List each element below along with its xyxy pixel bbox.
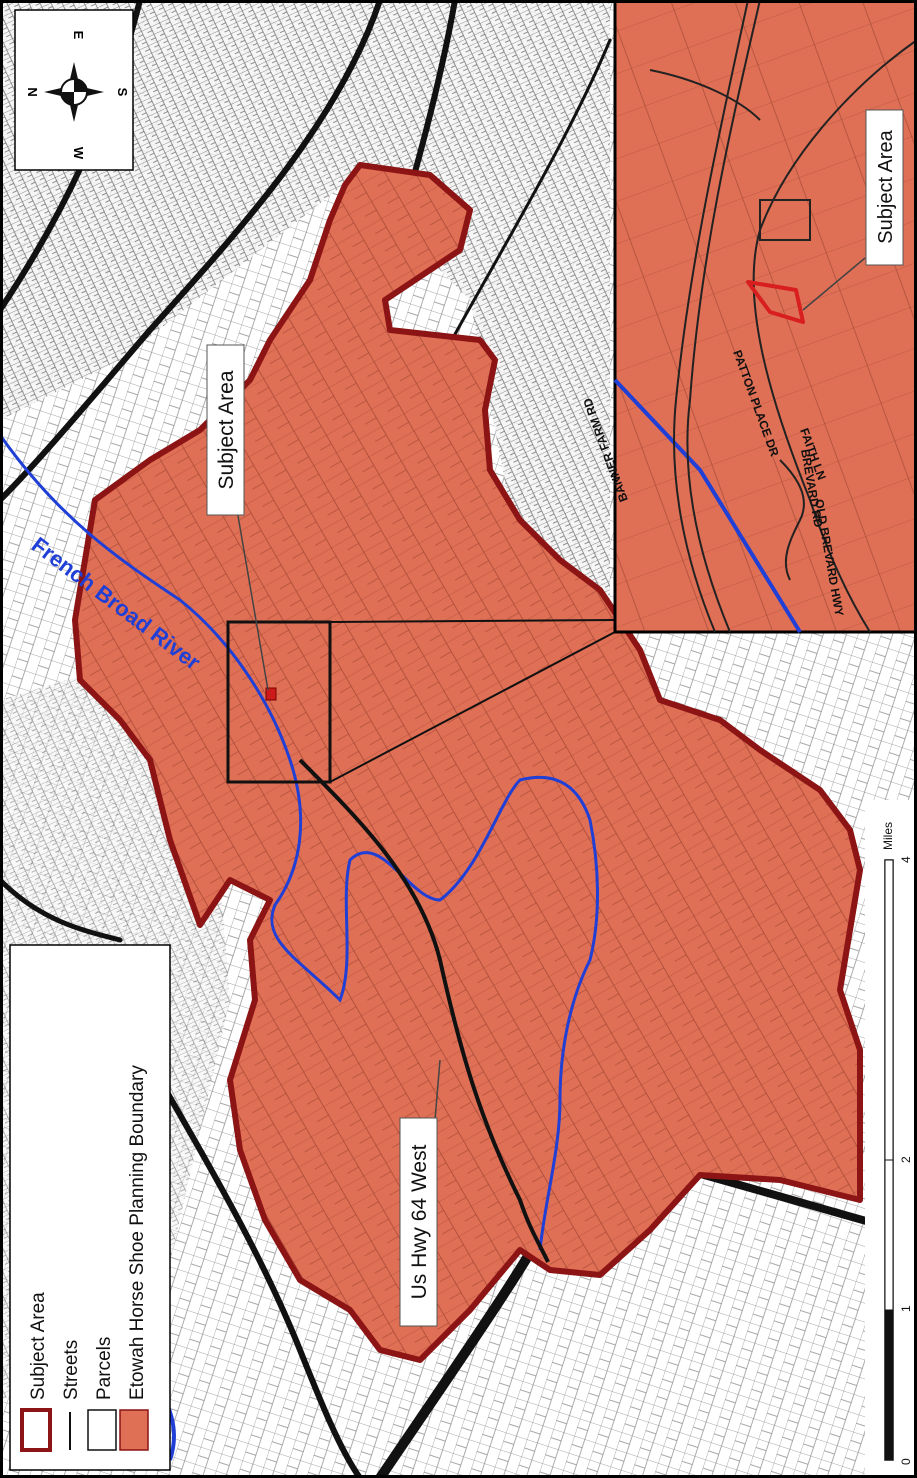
- scale-tick-2: 2: [899, 1156, 913, 1163]
- legend-label-parcels: Parcels: [94, 1337, 115, 1400]
- inset-connector-lines: [329, 619, 616, 783]
- legend-label-streets: Streets: [61, 1340, 82, 1400]
- legend-swatch-subject: [20, 1408, 52, 1452]
- legend-swatch-parcels: [87, 1409, 117, 1451]
- us-hwy-64-west: [298, 758, 550, 1263]
- legend-swatch-boundary: [119, 1409, 149, 1451]
- inset-locator-box: [226, 620, 332, 784]
- inset-map: [613, 0, 917, 634]
- legend-label-boundary: Etowah Horse Shoe Planning Boundary: [127, 1065, 148, 1400]
- subject-area-main-label: Subject Area: [215, 370, 238, 489]
- scale-tick-0: 0: [899, 1458, 913, 1465]
- subject-area-inset-label: Subject Area: [875, 129, 897, 243]
- legend-label-subject: Subject Area: [28, 1292, 49, 1400]
- scale-bar: 0 1 2 4 Miles: [865, 800, 917, 1478]
- subject-area-marker: [265, 687, 277, 701]
- compass-star-icon: [44, 62, 104, 122]
- legend: Subject Area Streets Parcels Etowah Hors…: [9, 944, 171, 1471]
- compass-e: E: [71, 31, 86, 40]
- etowah-horse-shoe-planning-boundary: [72, 162, 863, 1363]
- compass-n: N: [25, 87, 40, 96]
- compass-w: W: [71, 147, 86, 160]
- callout-us-hwy-64: Us Hwy 64 West: [399, 1059, 441, 1327]
- callout-subject-area-main: Subject Area: [206, 344, 269, 691]
- subject-area-parcel-inset: [746, 280, 805, 324]
- compass-s: S: [115, 88, 130, 97]
- parcels-dense-north: [0, 0, 610, 620]
- scale-tick-4: 4: [899, 856, 913, 863]
- scale-unit: Miles: [881, 822, 895, 850]
- highway-label: Us Hwy 64 West: [408, 1144, 431, 1299]
- compass-rose: N E S W: [14, 9, 134, 171]
- scale-tick-1: 1: [899, 1305, 913, 1312]
- callout-subject-area-inset: Subject Area: [865, 109, 904, 266]
